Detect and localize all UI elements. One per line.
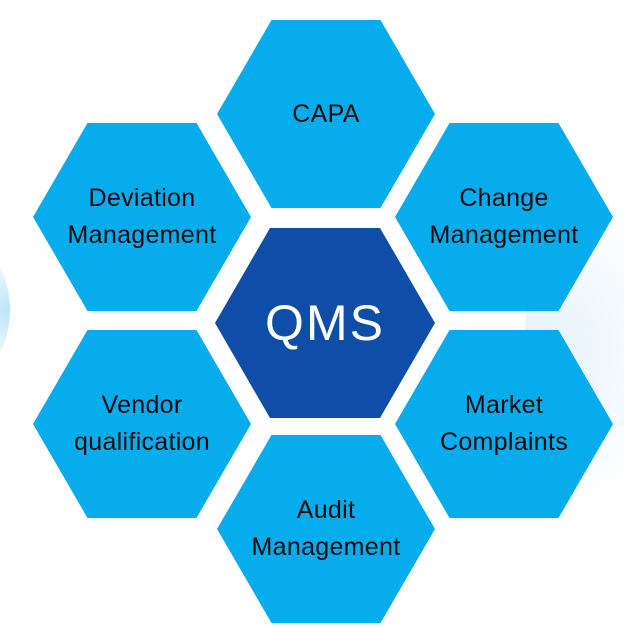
- hexagon-vendor-qualification: Vendor qualification: [33, 330, 251, 518]
- hexagon-change-management-label: Change Management: [429, 184, 579, 249]
- hexagon-qms-center: QMS: [215, 228, 435, 418]
- hexagon-deviation-management-label: Deviation Management: [67, 184, 217, 249]
- hexagon-vendor-qualification-label: Vendor qualification: [74, 391, 210, 456]
- hexagon-change-management: Change Management: [395, 123, 613, 311]
- hexagon-deviation-management: Deviation Management: [33, 123, 251, 311]
- hexagon-market-complaints: Market Complaints: [395, 330, 613, 518]
- hexagon-market-complaints-label: Market Complaints: [439, 391, 569, 456]
- hexagon-qms-center-label: QMS: [265, 295, 385, 351]
- hexagon-capa-label: CAPA: [292, 99, 360, 128]
- hexagon-audit-management-label: Audit Management: [251, 496, 401, 561]
- background-glow-left: [0, 250, 10, 370]
- hexagon-capa: CAPA: [217, 20, 435, 208]
- hexagon-audit-management: Audit Management: [217, 435, 435, 623]
